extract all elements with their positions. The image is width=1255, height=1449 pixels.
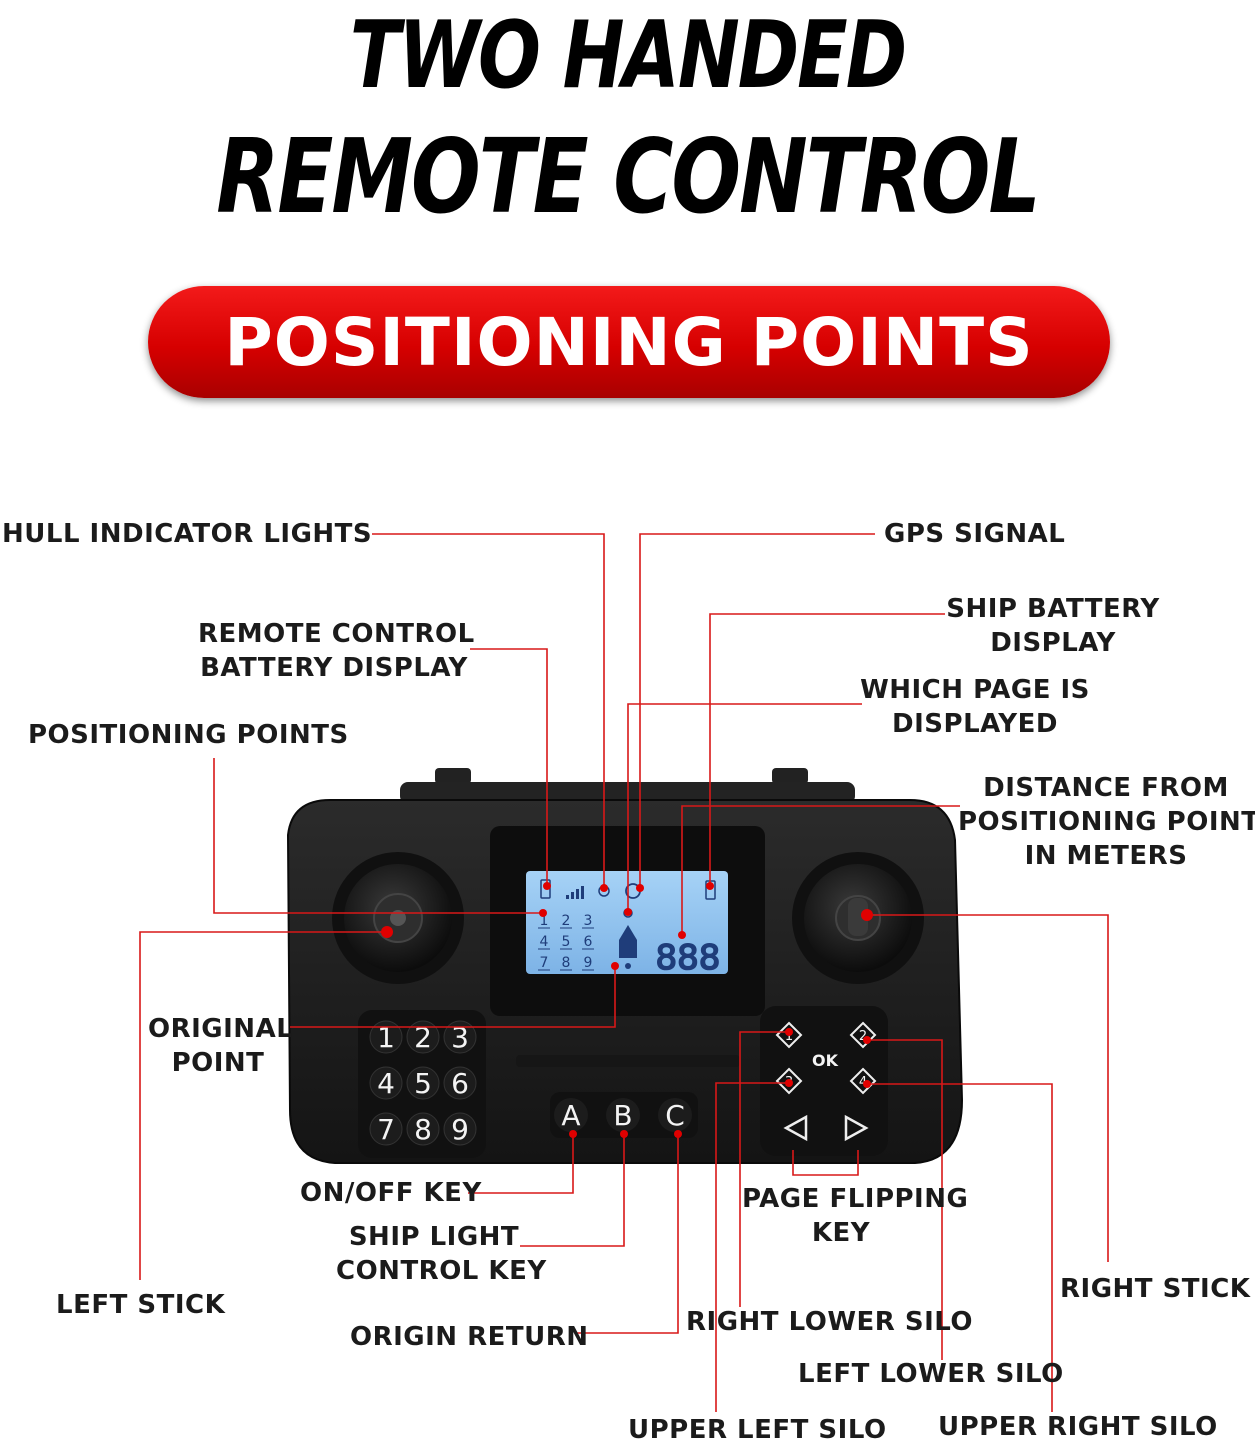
label-origin-return: ORIGIN RETURN [350,1322,589,1352]
keypad-key-label: 2 [414,1021,432,1054]
center-slot [516,1055,740,1067]
banner-label: POSITIONING POINTS [224,303,1034,381]
keypad-key-label: 6 [451,1067,469,1100]
keypad-key-label: 5 [414,1067,432,1100]
silo-key-label: 3 [785,1075,793,1090]
ok-button[interactable]: OK [812,1051,839,1070]
section-banner: POSITIONING POINTS [148,286,1110,398]
label-remote-battery-line1: REMOTE CONTROL [198,619,475,649]
page-prev-button[interactable] [783,1114,808,1142]
label-positioning-points: POSITIONING POINTS [28,720,349,750]
key-c[interactable] [658,1098,692,1132]
lcd-grid-number: 5 [562,934,571,950]
label-distance-from-point: DISTANCE FROM POSITIONING POINT IN METER… [958,771,1255,873]
keypad-key-label: 1 [377,1021,395,1054]
label-page-flipping-line2: KEY [811,1218,871,1248]
label-upper-right-silo: UPPER RIGHT SILO [938,1412,1218,1442]
title-line-1: TWO HANDED [349,2,907,110]
label-remote-battery-display: REMOTE CONTROL BATTERY DISPLAY [198,617,475,685]
label-original-point-line2: POINT [171,1048,265,1078]
label-page-displayed-line1: WHICH PAGE IS [860,675,1090,705]
keypad-key-5[interactable] [406,1066,440,1100]
right-handle-mount [772,768,808,784]
abc-key-label: B [613,1099,632,1132]
left-stick[interactable] [332,852,464,984]
origin-point-icon [625,963,631,969]
label-ship-light-key: SHIP LIGHT CONTROL KEY [336,1220,547,1288]
keypad-key-label: 4 [377,1067,395,1100]
right-stick[interactable] [792,852,924,984]
label-on-off-key: ON/OFF KEY [300,1178,482,1208]
ship-icon [619,925,637,958]
keypad-key-label: 8 [414,1113,432,1146]
label-distance-line2: POSITIONING POINT [958,807,1255,837]
label-right-stick: RIGHT STICK [1060,1274,1251,1304]
label-page-flipping-key: PAGE FLIPPING KEY [742,1182,969,1250]
label-left-lower-silo: LEFT LOWER SILO [798,1359,1064,1389]
label-page-flipping-line1: PAGE FLIPPING [742,1184,969,1214]
signal-bars-icon [566,886,584,899]
silo-key-1[interactable] [775,1021,803,1049]
lcd-grid-number: 1 [540,913,549,929]
abc-key-label: A [561,1099,580,1132]
left-handle-mount [435,768,471,784]
label-ship-battery-display: SHIP BATTERY DISPLAY [942,592,1164,660]
label-distance-line3: IN METERS [1024,841,1188,871]
label-original-point-line1: ORIGINAL [148,1014,294,1044]
label-page-displayed: WHICH PAGE IS DISPLAYED [860,673,1090,741]
label-page-displayed-line2: DISPLAYED [892,709,1058,739]
label-left-stick: LEFT STICK [56,1290,226,1320]
page-next-button[interactable] [844,1114,869,1142]
label-ship-battery-line2: DISPLAY [990,628,1116,658]
lcd-grid-number: 7 [540,955,549,971]
keypad-key-6[interactable] [443,1066,477,1100]
silo-key-label: 4 [859,1075,867,1090]
key-a[interactable] [554,1098,588,1132]
label-upper-left-silo: UPPER LEFT SILO [628,1415,887,1445]
lcd-grid-number: 9 [584,955,593,971]
keypad-key-label: 3 [451,1021,469,1054]
silo-key-label: 1 [785,1029,793,1044]
label-ship-battery-line1: SHIP BATTERY [946,594,1160,624]
label-remote-battery-line2: BATTERY DISPLAY [200,653,468,683]
keypad-key-label: 7 [377,1113,395,1146]
label-hull-indicator-lights: HULL INDICATOR LIGHTS [2,519,373,549]
label-ship-light-line2: CONTROL KEY [336,1256,547,1286]
lcd-grid-number: 3 [584,913,593,929]
lcd-grid-number: 2 [562,913,571,929]
keypad-key-8[interactable] [406,1112,440,1146]
lcd-grid-number: 6 [584,934,593,950]
label-original-point: ORIGINAL POINT [148,1012,294,1080]
lcd-grid-number: 8 [562,955,571,971]
label-right-lower-silo: RIGHT LOWER SILO [686,1307,973,1337]
keypad-key-label: 9 [451,1113,469,1146]
label-ship-light-line1: SHIP LIGHT [348,1222,520,1252]
abc-key-label: C [665,1099,685,1132]
title-line-2: REMOTE CONTROL [216,118,1041,237]
silo-key-label: 2 [859,1029,867,1044]
lcd-grid-number: 4 [540,934,549,950]
key-b[interactable] [606,1098,640,1132]
label-gps-signal: GPS SIGNAL [884,519,1066,549]
lcd-distance-readout: 888 [656,938,721,978]
label-distance-line1: DISTANCE FROM [983,773,1229,803]
